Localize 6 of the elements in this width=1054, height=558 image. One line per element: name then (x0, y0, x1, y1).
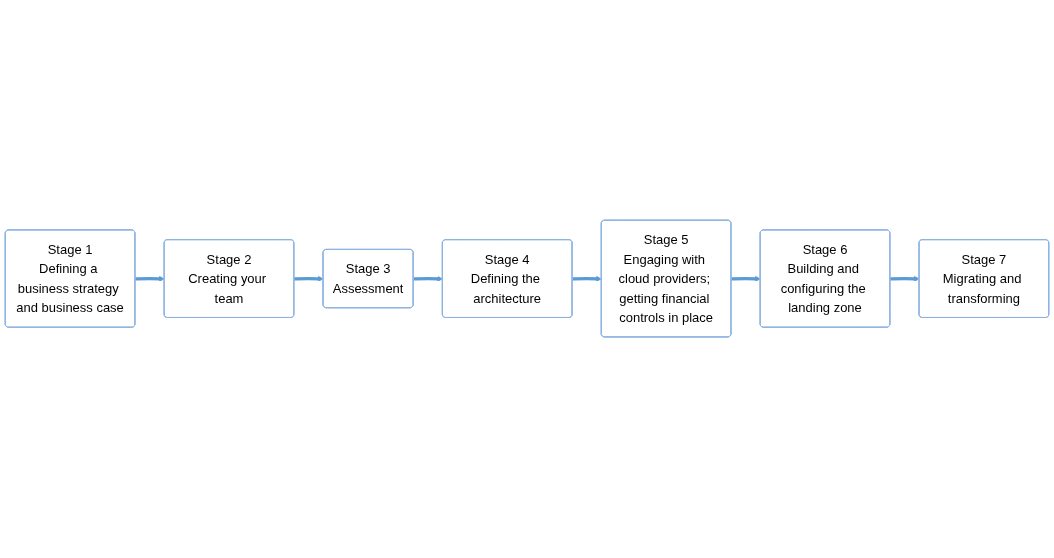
arrow (294, 276, 324, 283)
arrow (413, 276, 443, 283)
arrow (135, 276, 165, 283)
arrow (890, 276, 920, 283)
arrow (731, 276, 761, 283)
arrow (572, 276, 602, 283)
